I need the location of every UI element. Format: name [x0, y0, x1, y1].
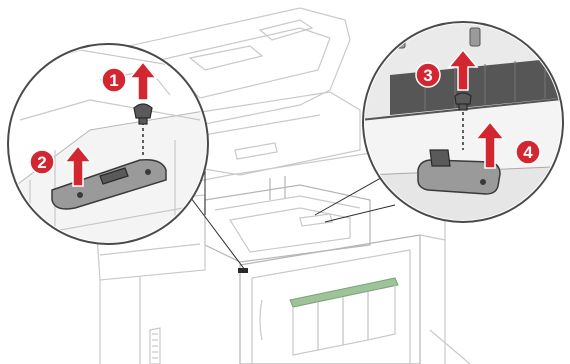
step-1-badge: 1 — [102, 68, 126, 92]
toner-cartridges — [290, 278, 398, 355]
right-zoom-callout: 3 4 — [360, 20, 570, 240]
svg-text:1: 1 — [109, 71, 118, 90]
step-4-badge: 4 — [516, 140, 540, 164]
step-2-badge: 2 — [30, 150, 54, 174]
svg-text:3: 3 — [423, 66, 432, 85]
left-zoom-callout: 1 2 — [8, 44, 210, 250]
svg-text:2: 2 — [37, 153, 46, 172]
svg-text:4: 4 — [523, 143, 533, 162]
step-3-badge: 3 — [416, 63, 440, 87]
